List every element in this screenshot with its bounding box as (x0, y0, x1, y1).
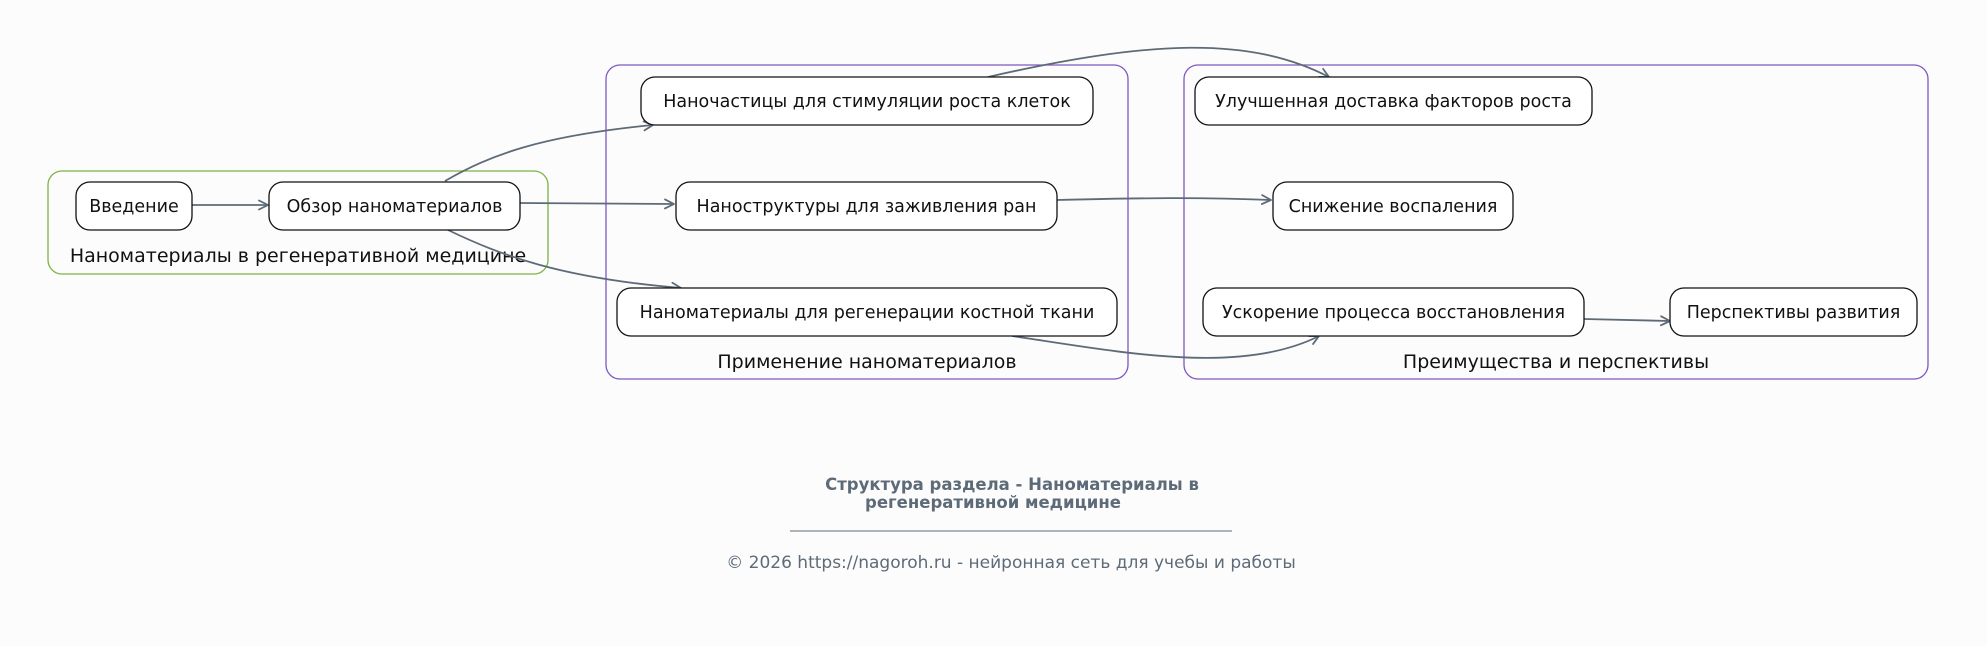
edges (192, 46, 1671, 359)
node-nanochasticy-label: Наночастицы для стимуляции роста клеток (663, 92, 1071, 112)
node-nanostruktury: Наноструктуры для заживления ран (675, 181, 1058, 231)
caption: Структура раздела - Наноматериалы в реге… (726, 475, 1296, 573)
node-kostnaya-label: Наноматериалы для регенерации костной тк… (640, 303, 1095, 323)
node-vospalenie-box (1272, 181, 1514, 231)
node-obzor-box (268, 181, 521, 231)
node-dostavka-box (1194, 76, 1593, 126)
cluster-intro-frame (47, 170, 549, 275)
cluster-intro: Наноматериалы в регенеративной медицине (47, 170, 549, 275)
cluster-apps-frame (605, 64, 1129, 380)
cluster-benefits: Преимущества и перспективы (1183, 64, 1929, 380)
node-vvedenie: Введение (75, 181, 193, 231)
node-dostavka-label: Улучшенная доставка факторов роста (1215, 92, 1572, 112)
caption-title-line1: Структура раздела - Наноматериалы в (825, 475, 1199, 494)
node-nanochasticy-box (640, 76, 1094, 126)
node-obzor: Обзор наноматериалов (268, 181, 521, 231)
node-vvedenie-label: Введение (89, 197, 179, 217)
edge-kostnaya-uskorenie (1011, 335, 1320, 359)
caption-footer: © 2026 https://nagoroh.ru - нейронная се… (726, 553, 1296, 573)
node-vvedenie-box (75, 181, 193, 231)
node-uskorenie-box (1202, 287, 1585, 337)
node-kostnaya-box (616, 287, 1118, 337)
node-nanostruktury-box (675, 181, 1058, 231)
node-uskorenie-label: Ускорение процесса восстановления (1222, 303, 1565, 323)
node-nanochasticy: Наночастицы для стимуляции роста клеток (640, 76, 1094, 126)
node-obzor-label: Обзор наноматериалов (287, 197, 503, 217)
cluster-intro-label: Наноматериалы в регенеративной медицине (70, 245, 526, 267)
node-vospalenie-label: Снижение воспаления (1289, 197, 1498, 217)
edge-nanochasticy-dostavka (987, 46, 1330, 78)
cluster-apps: Применение наноматериалов (605, 64, 1129, 380)
edge-obzor-nanochasticy (444, 120, 654, 182)
edge-nanostruktury-vospalenie (1056, 194, 1272, 206)
node-kostnaya: Наноматериалы для регенерации костной тк… (616, 287, 1118, 337)
edge-obzor-nanostruktury (519, 198, 675, 210)
node-perspektivy-box (1669, 287, 1918, 337)
cluster-benefits-frame (1183, 64, 1929, 380)
node-perspektivy: Перспективы развития (1669, 287, 1918, 337)
node-dostavka: Улучшенная доставка факторов роста (1194, 76, 1593, 126)
node-nanostruktury-label: Наноструктуры для заживления ран (697, 197, 1037, 217)
edge-uskorenie-perspektivy (1583, 315, 1671, 327)
node-vospalenie: Снижение воспаления (1272, 181, 1514, 231)
node-uskorenie: Ускорение процесса восстановления (1202, 287, 1585, 337)
cluster-benefits-label: Преимущества и перспективы (1403, 351, 1709, 373)
caption-title-line2: регенеративной медицине (865, 493, 1121, 512)
node-perspektivy-label: Перспективы развития (1687, 303, 1901, 323)
cluster-apps-label: Применение наноматериалов (717, 351, 1016, 373)
edge-obzor-kostnaya (447, 229, 682, 293)
